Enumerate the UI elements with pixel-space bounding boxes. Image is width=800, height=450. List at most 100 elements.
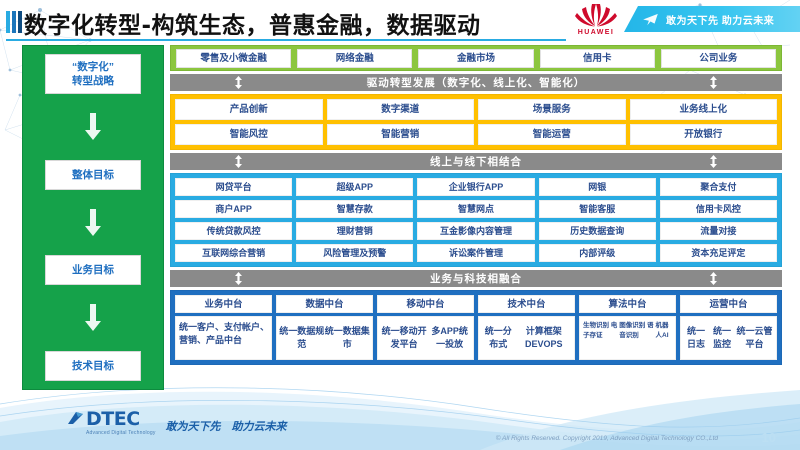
page-title: 数字化转型-构筑生态，普惠金融，数据驱动 — [24, 13, 481, 39]
paper-plane-icon — [643, 13, 658, 25]
footer-slogan: 敢为天下先 助力云未来 — [165, 421, 287, 433]
oo-tile-3[interactable]: 网银 — [538, 178, 656, 196]
copyright-text: © All Rights Reserved. Copyright 2019, A… — [495, 435, 718, 442]
platform-body-2: 统一移动开发平台多APP统一投放 — [377, 316, 474, 360]
divider-online-offline-label: 线上与线下相结合 — [430, 156, 522, 168]
up-down-arrow-icon — [710, 272, 717, 285]
drive-tile-4[interactable]: 智能风控 — [175, 124, 323, 145]
drive-tile-5[interactable]: 智能营销 — [326, 124, 474, 145]
dtec-arrow-icon — [68, 412, 83, 424]
oo-tile-9[interactable]: 信用卡风控 — [659, 200, 777, 218]
business-line-4[interactable]: 公司业务 — [660, 48, 777, 68]
up-down-arrow-icon — [710, 76, 717, 89]
oo-tile-12[interactable]: 互金影像内容管理 — [417, 222, 535, 240]
oo-tile-18[interactable]: 内部评级 — [538, 244, 656, 262]
oo-tile-17[interactable]: 诉讼案件管理 — [417, 244, 535, 262]
platform-head-5[interactable]: 运营中台 — [680, 295, 777, 313]
up-down-arrow-icon — [235, 272, 242, 285]
platform-column-business: 业务中台 统一客户、支付帐户、营销、产品中台 — [175, 295, 272, 360]
drive-tile-2[interactable]: 场景服务 — [478, 99, 626, 120]
oo-tile-14[interactable]: 流量对接 — [659, 222, 777, 240]
strategy-item-0[interactable]: “数字化” 转型战略 — [45, 54, 141, 95]
huawei-wordmark: HUAWEI — [577, 29, 615, 36]
strategy-item-1[interactable]: 整体目标 — [45, 159, 141, 190]
platform-head-2[interactable]: 移动中台 — [377, 295, 474, 313]
footer-wave-decoration — [0, 387, 800, 450]
arrow-down-icon — [85, 304, 101, 332]
oo-tile-10[interactable]: 传统贷款风控 — [175, 222, 293, 240]
drive-tile-7[interactable]: 开放银行 — [629, 124, 777, 145]
platform-column-operation: 运营中台 统一日志统一监控统一云管平台 — [680, 295, 777, 360]
dtec-wordmark: DTEC — [86, 408, 140, 430]
dtec-subtitle: Advanced Digital Technology — [86, 430, 156, 436]
up-down-arrow-icon — [710, 155, 717, 168]
strategy-item-0-line1: “数字化” — [72, 61, 114, 73]
platform-head-3[interactable]: 技术中台 — [478, 295, 575, 313]
online-offline-tile-grid: 网贷平台 超级APP 企业银行APP 网银 聚合支付 商户APP 智慧存款 智慧… — [175, 178, 777, 262]
panel-drive-transformation: 产品创新 数字渠道 场景服务 业务线上化 智能风控 智能营销 智能运营 开放银行 — [170, 94, 782, 150]
slide-footer: DTEC Advanced Digital Technology 敢为天下先 助… — [0, 378, 800, 450]
arrow-down-icon — [85, 208, 101, 236]
drive-tile-6[interactable]: 智能运营 — [478, 124, 626, 145]
oo-tile-5[interactable]: 商户APP — [175, 200, 293, 218]
divider-online-offline: 线上与线下相结合 — [170, 153, 782, 170]
strategy-item-0-line2: 转型战略 — [72, 75, 114, 88]
huawei-petal-icon — [570, 2, 622, 28]
platform-body-4: 生物识别 电子存证图像识别 语音识别机器人AI — [579, 316, 676, 360]
platform-column-data: 数据中台 统一数据规范统一数据集市 — [276, 295, 373, 360]
business-line-3[interactable]: 信用卡 — [539, 48, 655, 68]
panel-online-offline: 网贷平台 超级APP 企业银行APP 网银 聚合支付 商户APP 智慧存款 智慧… — [170, 173, 782, 267]
up-down-arrow-icon — [235, 155, 242, 168]
title-underline — [6, 39, 566, 41]
panel-middle-platform: 业务中台 统一客户、支付帐户、营销、产品中台 数据中台 统一数据规范统一数据集市… — [170, 290, 782, 365]
drive-tile-0[interactable]: 产品创新 — [175, 99, 323, 120]
platform-body-0: 统一客户、支付帐户、营销、产品中台 — [175, 316, 272, 360]
platform-column-mobile: 移动中台 统一移动开发平台多APP统一投放 — [377, 295, 474, 360]
architecture-board: “数字化” 转型战略 整体目标 业务目标 技术目标 零售及小微金融 网络金融 金… — [22, 45, 782, 390]
oo-tile-11[interactable]: 理财营销 — [296, 222, 414, 240]
huawei-logo: HUAWEI — [570, 2, 622, 42]
oo-tile-0[interactable]: 网贷平台 — [175, 178, 293, 196]
drive-tile-1[interactable]: 数字渠道 — [326, 99, 474, 120]
platform-body-5: 统一日志统一监控统一云管平台 — [680, 316, 777, 360]
divider-business-tech-fusion: 业务与科技相融合 — [170, 270, 782, 287]
platform-head-0[interactable]: 业务中台 — [175, 295, 272, 313]
divider-drive-label: 驱动转型发展（数字化、线上化、智能化） — [366, 77, 586, 89]
platform-column-algorithm: 算法中台 生物识别 电子存证图像识别 语音识别机器人AI — [579, 295, 676, 360]
business-lines-bar: 零售及小微金融 网络金融 金融市场 信用卡 公司业务 — [170, 45, 782, 71]
oo-tile-8[interactable]: 智能客服 — [538, 200, 656, 218]
platform-head-4[interactable]: 算法中台 — [579, 295, 676, 313]
drive-tile-grid: 产品创新 数字渠道 场景服务 业务线上化 智能风控 智能营销 智能运营 开放银行 — [175, 99, 777, 145]
oo-tile-2[interactable]: 企业银行APP — [417, 178, 535, 196]
platform-column-technology: 技术中台 统一分布式计算框架DEVOPS — [478, 295, 575, 360]
up-down-arrow-icon — [235, 76, 242, 89]
title-accent-bars — [6, 11, 22, 33]
dtec-logo-block: DTEC Advanced Digital Technology — [68, 408, 156, 436]
divider-drive-transformation: 驱动转型发展（数字化、线上化、智能化） — [170, 74, 782, 91]
oo-tile-13[interactable]: 历史数据查询 — [538, 222, 656, 240]
header-ribbon: 敢为天下先 助力云未来 — [624, 6, 800, 32]
oo-tile-19[interactable]: 资本充足评定 — [659, 244, 777, 262]
business-line-1[interactable]: 网络金融 — [297, 48, 413, 68]
oo-tile-7[interactable]: 智慧网点 — [417, 200, 535, 218]
ribbon-text: 敢为天下先 助力云未来 — [666, 15, 775, 27]
divider-platform-label: 业务与科技相融合 — [430, 273, 522, 285]
oo-tile-6[interactable]: 智慧存款 — [296, 200, 414, 218]
section-stack: 零售及小微金融 网络金融 金融市场 信用卡 公司业务 驱动转型发展（数字化、线上… — [170, 45, 782, 390]
platform-body-3: 统一分布式计算框架DEVOPS — [478, 316, 575, 360]
oo-tile-16[interactable]: 风险管理及预警 — [296, 244, 414, 262]
strategy-item-3[interactable]: 技术目标 — [45, 350, 141, 381]
slide-header: 数字化转型-构筑生态，普惠金融，数据驱动 HUAWEI — [0, 0, 800, 42]
platform-head-1[interactable]: 数据中台 — [276, 295, 373, 313]
strategy-item-2[interactable]: 业务目标 — [45, 255, 141, 286]
drive-tile-3[interactable]: 业务线上化 — [629, 99, 777, 120]
dtec-logo: DTEC Advanced Digital Technology 敢为天下先 助… — [68, 408, 287, 436]
oo-tile-15[interactable]: 互联网综合营销 — [175, 244, 293, 262]
oo-tile-1[interactable]: 超级APP — [296, 178, 414, 196]
platform-body-1: 统一数据规范统一数据集市 — [276, 316, 373, 360]
oo-tile-4[interactable]: 聚合支付 — [659, 178, 777, 196]
business-line-2[interactable]: 金融市场 — [418, 48, 534, 68]
page-number: 10 — [761, 430, 776, 445]
business-line-0[interactable]: 零售及小微金融 — [176, 48, 292, 68]
